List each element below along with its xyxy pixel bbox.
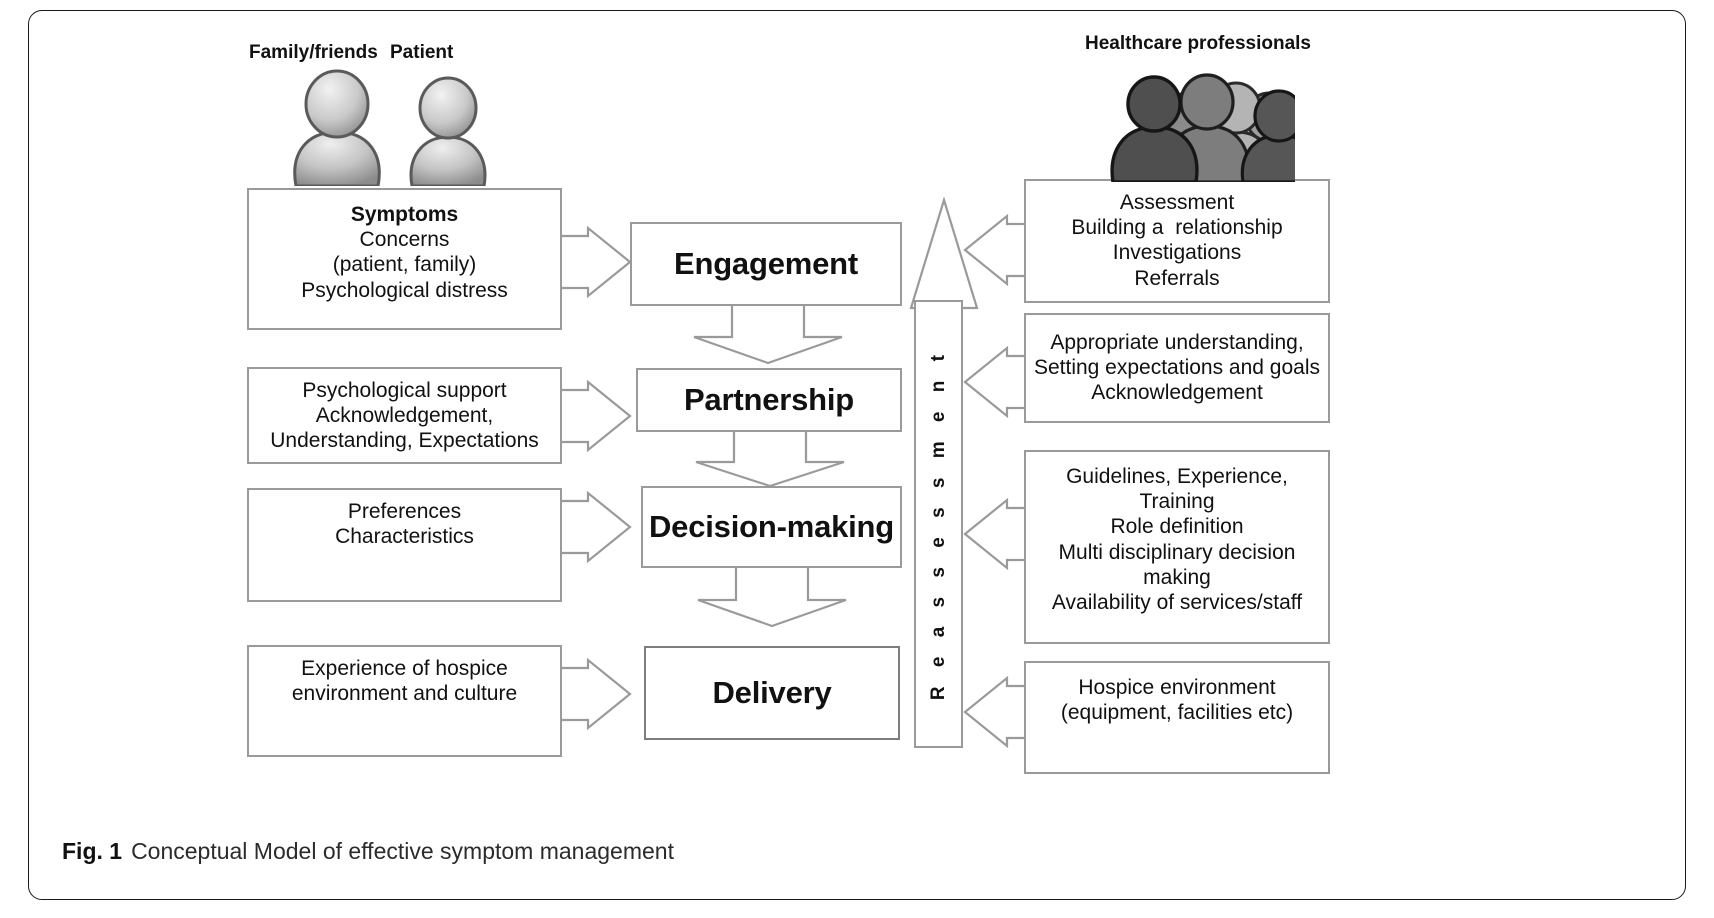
arrow-left-assessment-to-engagement [963,213,1035,287]
arrow-down-decision-making-to-delivery [697,566,847,628]
figure-number: Fig. 1 [62,838,123,864]
stage-label: Delivery [712,675,832,711]
people-group-icon-healthcare-professionals [1110,73,1295,182]
box-line: Hospice environment [1078,676,1276,699]
right-box-assessment[interactable]: Assessment Building a relationship Inves… [1024,179,1330,303]
box-line: Guidelines, Experience, [1066,465,1288,488]
actor-label-family-friends: Family/friends [249,42,378,63]
figure-caption: Fig. 1 Conceptual Model of effective symp… [62,838,674,865]
reassessment-column[interactable]: R e a s s e s s m e n t [914,300,963,748]
person-icon-patient [409,76,487,186]
center-box-decision-making[interactable]: Decision-making [641,486,902,568]
box-line: Assessment [1119,191,1235,214]
actor-label-healthcare-professionals: Healthcare professionals [1085,33,1311,54]
center-box-partnership[interactable]: Partnership [636,368,902,432]
arrow-right-preferences-to-decision-making [560,490,632,564]
box-line: Training [1139,490,1215,514]
box-line: Characteristics [335,525,474,549]
arrow-left-expectations-to-partnership [963,345,1035,419]
arrow-left-hospice-environment-to-delivery [963,675,1035,749]
box-line: environment and culture [291,682,518,706]
box-line: Concerns [359,228,450,252]
reassessment-label: R e a s s e s s m e n t [927,347,949,701]
person-icon-family-friends [293,69,381,186]
box-line: (patient, family) [332,253,477,277]
arrow-right-symptoms-to-engagement [560,225,632,299]
stage-label: Engagement [673,246,859,282]
box-line: Experience of hospice [301,657,508,680]
arrow-down-partnership-to-decision-making [695,430,845,488]
box-line: Appropriate understanding, [1050,331,1304,354]
box-line: Investigations [1112,241,1242,265]
box-line: Preferences [347,500,462,523]
left-box-preferences[interactable]: Preferences Characteristics [247,488,562,602]
box-line: Availability of services/staff [1051,590,1303,614]
box-line: Acknowledgement [1091,381,1263,405]
arrow-right-hospice-experience-to-delivery [560,657,632,731]
actor-label-patient: Patient [390,42,454,63]
box-line: Psychological distress [301,278,508,302]
arrow-right-support-to-partnership [560,379,632,453]
box-line: Role definition [1110,515,1244,539]
stage-label: Partnership [683,382,855,418]
box-line: Acknowledgement, [315,404,494,428]
right-box-hospice-environment[interactable]: Hospice environment (equipment, faciliti… [1024,661,1330,774]
center-box-engagement[interactable]: Engagement [630,222,902,306]
box-line: Referrals [1134,266,1220,290]
left-box-symptoms[interactable]: Symptoms Concerns (patient, family) Psyc… [247,188,562,330]
arrow-left-guidelines-to-decision-making [963,497,1035,571]
right-box-expectations-goals[interactable]: Appropriate understanding, Setting expec… [1024,313,1330,423]
box-line: Understanding, Expectations [270,429,539,453]
right-box-guidelines-training[interactable]: Guidelines, Experience, Training Role de… [1024,450,1330,644]
box-line: Setting expectations and goals [1033,356,1321,380]
box-line: Multi disciplinary decision [1058,540,1296,564]
arrow-down-engagement-to-partnership [693,303,843,365]
box-line: making [1143,565,1211,589]
figure-caption-text: Conceptual Model of effective symptom ma… [131,838,674,864]
box-line: (equipment, facilities etc) [1060,701,1294,725]
left-box-hospice-experience[interactable]: Experience of hospice environment and cu… [247,645,562,757]
box-line: Building a relationship [1071,216,1283,240]
box-line: Symptoms [350,203,459,226]
stage-label: Decision-making [648,509,895,545]
box-line: Psychological support [302,379,507,402]
center-box-delivery[interactable]: Delivery [644,646,900,740]
left-box-psychological-support[interactable]: Psychological support Acknowledgement, U… [247,367,562,464]
